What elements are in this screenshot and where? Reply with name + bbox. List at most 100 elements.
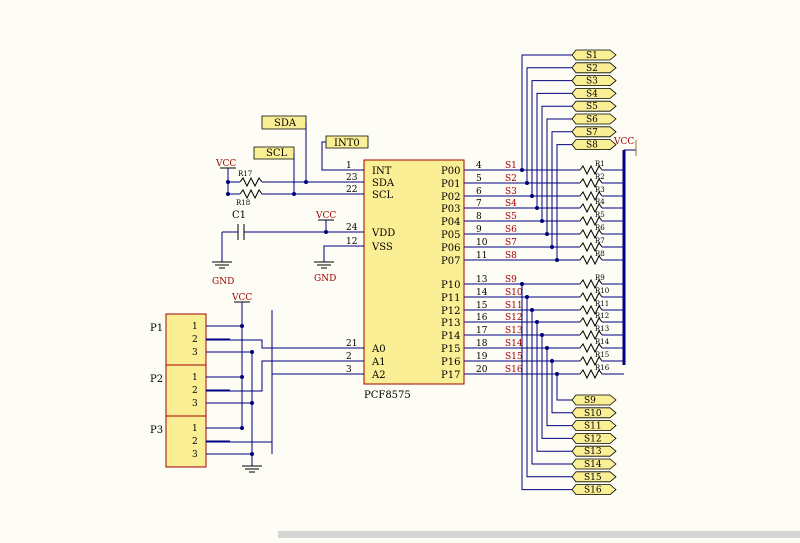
- svg-text:12: 12: [346, 237, 357, 247]
- svg-text:A2: A2: [371, 370, 386, 381]
- resistor-r7: R7: [595, 237, 605, 245]
- svg-text:S9: S9: [584, 396, 596, 406]
- svg-text:2: 2: [192, 386, 198, 396]
- svg-text:VSS: VSS: [371, 242, 393, 253]
- svg-text:P04: P04: [441, 217, 460, 228]
- svg-text:17: 17: [476, 326, 488, 336]
- svg-text:10: 10: [476, 238, 488, 248]
- svg-text:S4: S4: [505, 199, 517, 209]
- svg-text:S11: S11: [505, 301, 523, 311]
- svg-text:SDA: SDA: [372, 178, 395, 189]
- svg-text:15: 15: [476, 301, 488, 311]
- svg-text:2: 2: [192, 437, 198, 447]
- port-s13: S13: [571, 445, 617, 457]
- svg-text:P17: P17: [441, 370, 460, 381]
- port-s1: S1: [571, 49, 617, 61]
- svg-text:S14: S14: [584, 460, 602, 470]
- svg-text:GND: GND: [212, 277, 234, 287]
- svg-text:S12: S12: [505, 313, 523, 323]
- svg-text:VCC: VCC: [215, 159, 236, 169]
- svg-text:R17: R17: [238, 170, 252, 178]
- svg-text:P3: P3: [150, 425, 163, 436]
- resistor-r9: R9: [595, 274, 605, 282]
- vss-gnd: GND: [314, 245, 364, 284]
- resistor-r15: R15: [595, 351, 609, 359]
- svg-text:23: 23: [346, 173, 358, 183]
- svg-text:S3: S3: [505, 187, 517, 197]
- svg-text:22: 22: [346, 185, 357, 195]
- resistor-r11: R11: [595, 300, 609, 308]
- svg-text:P14: P14: [441, 331, 460, 342]
- svg-text:3: 3: [192, 399, 198, 409]
- vdd-vcc: VCC: [315, 211, 336, 234]
- pcf8575-chip: [363, 159, 465, 385]
- svg-text:S5: S5: [586, 102, 598, 112]
- address-lines: [206, 339, 364, 443]
- svg-text:S2: S2: [586, 64, 598, 74]
- svg-text:VCC: VCC: [315, 211, 336, 221]
- svg-text:P16: P16: [441, 357, 460, 368]
- svg-text:S16: S16: [584, 486, 602, 496]
- resistor-r10: R10: [595, 287, 609, 295]
- svg-text:7: 7: [476, 199, 482, 209]
- sda-port: SDA: [261, 115, 364, 183]
- resistor-r14: R14: [595, 338, 610, 346]
- svg-text:24: 24: [346, 223, 358, 233]
- horizontal-scrollbar[interactable]: [278, 531, 800, 538]
- svg-text:S15: S15: [505, 352, 523, 362]
- svg-text:P00: P00: [441, 166, 460, 177]
- int-port: INT0: [321, 135, 369, 171]
- svg-text:S7: S7: [586, 128, 598, 138]
- header-rails: VCC: [231, 293, 273, 473]
- svg-text:R18: R18: [236, 199, 250, 207]
- svg-text:S4: S4: [586, 89, 598, 99]
- svg-text:3: 3: [192, 450, 198, 460]
- svg-text:S15: S15: [584, 473, 602, 483]
- svg-text:14: 14: [476, 288, 488, 298]
- svg-text:3: 3: [192, 348, 198, 358]
- svg-text:VDD: VDD: [371, 228, 395, 239]
- svg-text:9: 9: [476, 225, 482, 235]
- port-s15: S15: [571, 471, 617, 483]
- resistor-r3: R3: [595, 186, 605, 194]
- svg-text:20: 20: [476, 365, 488, 375]
- svg-text:SDA: SDA: [274, 118, 297, 129]
- svg-text:S6: S6: [505, 225, 517, 235]
- c1-capacitor: C1 GND: [212, 210, 364, 287]
- svg-text:S9: S9: [505, 275, 517, 285]
- svg-text:19: 19: [476, 352, 488, 362]
- resistor-r8: R8: [595, 250, 605, 258]
- r17-r18-pullups: VCC R17 R18: [215, 159, 308, 207]
- svg-text:P11: P11: [441, 293, 460, 304]
- svg-text:S14: S14: [505, 339, 523, 349]
- svg-text:6: 6: [476, 187, 482, 197]
- right-vcc: VCC: [613, 137, 637, 365]
- svg-text:21: 21: [346, 339, 357, 349]
- svg-text:2: 2: [346, 352, 352, 362]
- svg-text:3: 3: [346, 365, 352, 375]
- svg-text:C1: C1: [232, 210, 246, 221]
- svg-text:16: 16: [476, 313, 488, 323]
- port-s7: S7: [571, 126, 617, 138]
- svg-text:4: 4: [476, 161, 482, 171]
- svg-text:S1: S1: [505, 161, 517, 171]
- svg-text:S6: S6: [586, 115, 598, 125]
- port-s2: S2: [571, 62, 617, 74]
- svg-text:S13: S13: [584, 447, 602, 457]
- svg-text:S3: S3: [586, 77, 598, 87]
- svg-text:SCL: SCL: [372, 190, 394, 201]
